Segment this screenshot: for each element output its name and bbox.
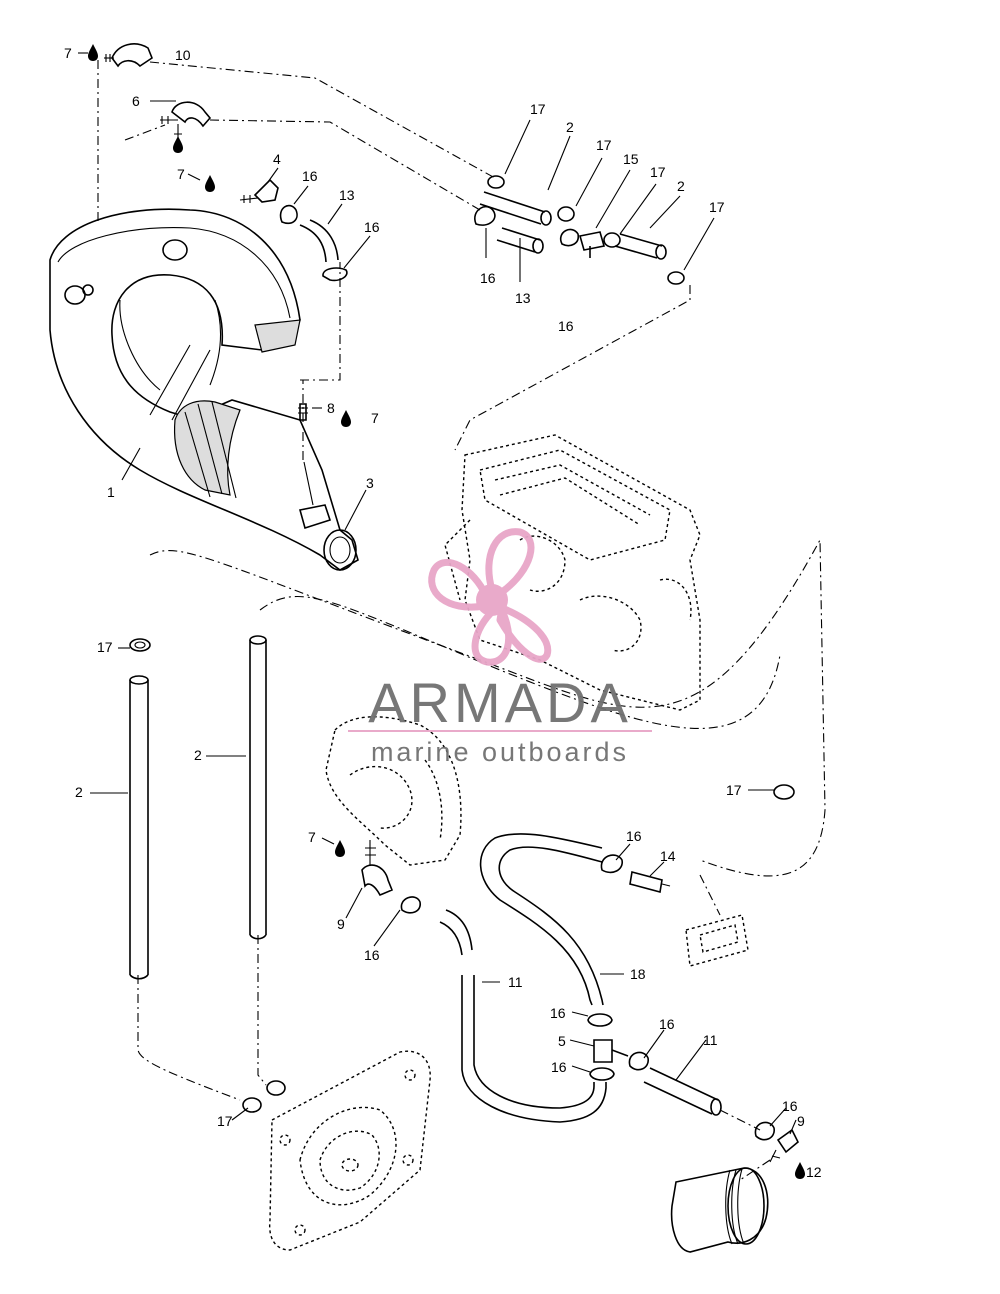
hose-2-left — [129, 675, 149, 980]
callout-18: 18 — [630, 966, 646, 982]
callout-4: 4 — [273, 151, 281, 167]
callout-7: 7 — [64, 45, 72, 61]
callout-11: 11 — [703, 1032, 718, 1048]
routing-lines — [97, 60, 826, 1181]
pump-housing — [325, 716, 462, 866]
callout-13: 13 — [339, 187, 355, 203]
hose-2-middle — [249, 635, 267, 940]
callout-17: 17 — [709, 199, 725, 215]
callout-17: 17 — [530, 101, 546, 117]
callout-17: 17 — [650, 164, 666, 180]
fitting-14-nipple — [629, 871, 671, 893]
callout-5: 5 — [558, 1033, 566, 1049]
exhaust-pipe-1 — [49, 208, 359, 571]
clamp-17-left-top — [129, 638, 151, 652]
callout-16: 16 — [364, 219, 380, 235]
sealant-drop-icon — [335, 840, 345, 857]
clamps-17-bottom — [242, 784, 795, 1113]
sealant-drop-icon — [205, 175, 215, 192]
clamps-17 — [487, 175, 685, 285]
fitting-9-lower — [361, 840, 394, 897]
callout-16: 16 — [480, 270, 496, 286]
hose-clamps-upper — [279, 204, 580, 282]
callout-3: 3 — [366, 475, 374, 491]
callout-9: 9 — [337, 916, 345, 932]
watermark-tagline: marine outboards — [371, 737, 629, 767]
callout-16: 16 — [659, 1016, 675, 1032]
fitting-9-outlet — [769, 1128, 799, 1163]
callout-16: 16 — [550, 1005, 566, 1021]
callout-16: 16 — [782, 1098, 798, 1114]
sealant-drop-icon — [173, 136, 183, 153]
tee-fitting-5 — [593, 1039, 629, 1063]
fitting-8 — [298, 403, 308, 421]
sealant-drop-icon — [341, 410, 351, 427]
tee-fitting-15 — [578, 231, 606, 258]
callout-7: 7 — [371, 410, 379, 426]
callout-2: 2 — [194, 747, 202, 763]
fitting-10-elbow — [104, 43, 153, 68]
intake-plate — [268, 1050, 431, 1251]
clamps-16-lower — [400, 854, 775, 1141]
sealant-drop-icon — [88, 44, 98, 61]
hose-18-loop — [479, 833, 604, 1006]
exhaust-clamp-3 — [173, 400, 332, 530]
fitting-4-elbow — [239, 178, 279, 203]
callout-2: 2 — [75, 784, 83, 800]
hose-13-upper — [299, 219, 339, 263]
callout-17: 17 — [97, 639, 113, 655]
hose-11-left — [439, 909, 607, 1123]
callout-16: 16 — [626, 828, 642, 844]
callout-17: 17 — [217, 1113, 233, 1129]
watermark-brand: ARMADA — [368, 671, 632, 734]
engine-block — [444, 434, 701, 711]
callout-16: 16 — [302, 168, 318, 184]
callout-16: 16 — [551, 1059, 567, 1075]
callout-2: 2 — [677, 178, 685, 194]
mounting-plate — [685, 914, 749, 967]
callout-12: 12 — [806, 1164, 822, 1180]
hose-11-right — [643, 1067, 722, 1116]
callout-2: 2 — [566, 119, 574, 135]
hoses-2-13-right — [479, 191, 667, 260]
armada-watermark: ARMADA marine outboards — [348, 528, 652, 767]
callout-10: 10 — [175, 47, 191, 63]
callout-15: 15 — [623, 151, 639, 167]
callout-14: 14 — [660, 848, 676, 864]
callout-16: 16 — [364, 947, 380, 963]
leader-lines — [78, 52, 797, 1135]
sealant-drop-icons — [88, 44, 805, 1179]
callout-11: 11 — [508, 974, 523, 990]
outlet-fitting — [670, 1167, 769, 1253]
callout-16: 16 — [558, 318, 574, 334]
callout-labels: 7 10 6 7 4 16 13 16 17 2 17 15 17 2 17 1… — [64, 45, 822, 1180]
callout-17: 17 — [726, 782, 742, 798]
sealant-drop-icon — [795, 1162, 805, 1179]
callout-13: 13 — [515, 290, 531, 306]
callout-7: 7 — [308, 829, 316, 845]
callout-8: 8 — [327, 400, 335, 416]
callout-17: 17 — [596, 137, 612, 153]
callout-6: 6 — [132, 93, 140, 109]
propeller-icon — [428, 528, 552, 666]
callout-1: 1 — [107, 484, 115, 500]
fitting-6-elbow — [160, 101, 212, 138]
callout-7: 7 — [177, 166, 185, 182]
callout-9: 9 — [797, 1113, 805, 1129]
